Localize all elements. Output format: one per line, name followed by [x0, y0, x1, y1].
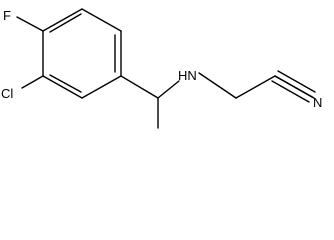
bond-amine-ch2 — [198, 72, 237, 99]
ring-bond-4 — [81, 75, 122, 99]
atom-nitrile-nitrogen: N — [313, 95, 322, 110]
ring-bond-5 — [42, 75, 83, 99]
bond-ring-chiral-carbon — [120, 75, 159, 99]
ring-bond-5-inner — [49, 74, 82, 93]
atom-fluorine: F — [3, 8, 11, 23]
ring-bond-2 — [81, 8, 122, 32]
bond-ring-chlorine — [21, 75, 44, 89]
triple-bond-line-3 — [271, 80, 310, 103]
ring-bond-1-inner — [49, 13, 82, 33]
ring-bond-1 — [42, 8, 83, 32]
atom-amine: HN — [178, 68, 197, 83]
triple-bond-line-1 — [274, 75, 313, 98]
benzene-ring — [42, 8, 122, 99]
atom-chlorine: Cl — [1, 86, 13, 101]
bond-chiral-carbon-amine — [157, 80, 180, 99]
bond-ring-fluorine — [16, 16, 44, 32]
nitrile-triple-bond — [271, 70, 316, 103]
triple-bond-line-2 — [277, 70, 316, 93]
bond-ch2-ch2 — [235, 75, 276, 99]
structure-diagram: F Cl HN N — [1, 8, 322, 129]
